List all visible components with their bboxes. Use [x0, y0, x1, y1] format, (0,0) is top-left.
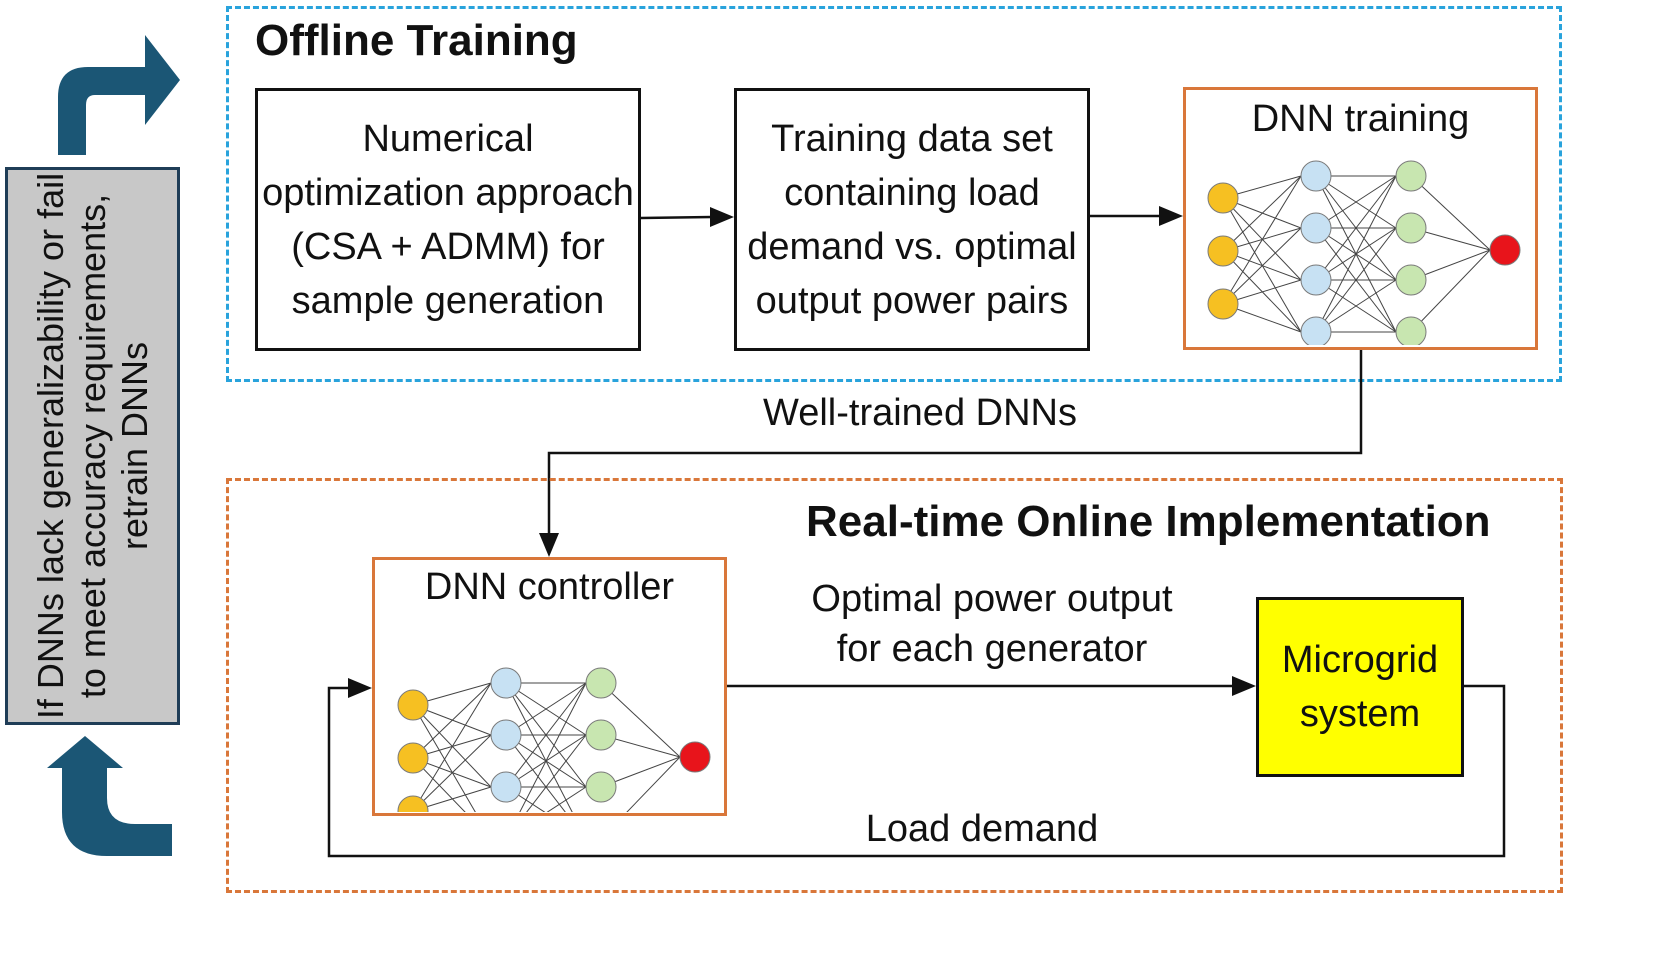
numerical-optimization-box: Numerical optimization approach (CSA + A… — [255, 88, 641, 351]
load-demand-label: Load demand — [865, 808, 1099, 850]
network-connection — [505, 734, 566, 812]
network-connection — [1410, 249, 1491, 333]
dnn-training-box: DNN training — [1183, 87, 1538, 350]
hidden-neuron — [1300, 316, 1332, 345]
network-connection — [1315, 227, 1397, 333]
hidden-neuron — [1395, 160, 1427, 192]
network-connection — [412, 682, 492, 759]
hidden-neuron — [585, 667, 617, 699]
curved-arrow-right-icon — [58, 35, 180, 155]
retrain-note-box: If DNNs lack generalizability or fail to… — [5, 167, 180, 725]
curved-arrow-up-icon — [47, 736, 172, 856]
network-connection — [1222, 175, 1302, 252]
hidden-neuron — [585, 771, 617, 803]
network-connection — [412, 682, 492, 812]
network-connection — [505, 786, 546, 812]
output-neuron — [1489, 234, 1521, 266]
dnn-training-network-icon — [1207, 160, 1521, 345]
input-neuron — [397, 689, 429, 721]
microgrid-system-text: Microgrid system — [1281, 639, 1439, 735]
dnn-controller-network-icon — [397, 667, 711, 812]
input-neuron — [397, 795, 429, 812]
network-connection — [600, 682, 681, 758]
network-connections — [1222, 175, 1491, 333]
network-connection — [546, 786, 587, 812]
network-connection — [1410, 175, 1491, 251]
training-data-box: Training data set containing load demand… — [734, 88, 1090, 351]
offline-training-title: Offline Training — [255, 16, 578, 65]
network-connection — [626, 756, 681, 812]
optimal-power-label-line1: Optimal power output — [811, 578, 1173, 620]
network-connection — [1315, 175, 1397, 333]
hidden-neuron — [1395, 264, 1427, 296]
network-connection — [1222, 175, 1302, 305]
training-data-text: Training data set containing load demand… — [747, 117, 1077, 322]
well-trained-dnns-label: Well-trained DNNs — [763, 392, 1077, 434]
hidden-neuron — [585, 719, 617, 751]
input-neuron — [1207, 182, 1239, 214]
dnn-training-title: DNN training — [1251, 98, 1470, 140]
input-neuron — [397, 742, 429, 774]
retrain-note-text: If DNNs lack generalizability or fail to… — [29, 172, 155, 720]
hidden-neuron — [1300, 212, 1332, 244]
hidden-neuron — [490, 667, 522, 699]
hidden-neuron — [490, 771, 522, 803]
hidden-neuron — [1300, 160, 1332, 192]
dnn-controller-title: DNN controller — [424, 566, 675, 608]
network-connection — [1315, 279, 1397, 333]
network-connection — [1315, 175, 1397, 281]
network-connection — [1222, 227, 1302, 305]
input-neuron — [1207, 288, 1239, 320]
output-neuron — [679, 741, 711, 773]
network-connection — [519, 682, 587, 812]
input-neuron — [1207, 235, 1239, 267]
microgrid-system-box: Microgrid system — [1256, 597, 1464, 777]
hidden-neuron — [1395, 212, 1427, 244]
network-connection — [526, 734, 587, 812]
network-connections — [412, 682, 681, 812]
hidden-neuron — [1395, 316, 1427, 345]
hidden-neuron — [1300, 264, 1332, 296]
network-connection — [1315, 175, 1397, 229]
dnn-controller-box: DNN controller — [372, 557, 727, 816]
network-connection — [505, 682, 587, 788]
network-connection — [412, 734, 492, 812]
network-connection — [505, 682, 587, 736]
online-implementation-region — [226, 478, 1563, 893]
optimal-power-label-line2: for each generator — [836, 628, 1148, 670]
online-implementation-title: Real-time Online Implementation — [806, 497, 1491, 546]
hidden-neuron — [490, 719, 522, 751]
numerical-optimization-text: Numerical optimization approach (CSA + A… — [262, 117, 634, 322]
